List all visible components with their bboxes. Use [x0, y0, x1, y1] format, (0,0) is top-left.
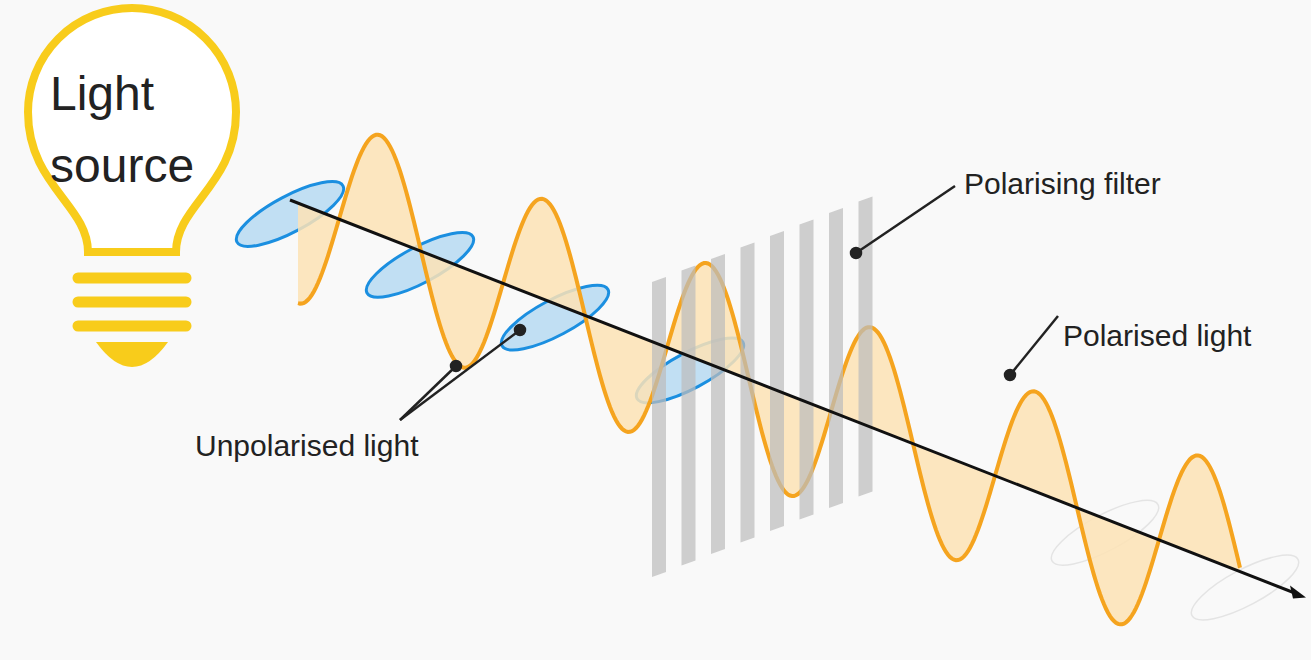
filter-slat	[682, 266, 696, 566]
axis-arrowhead	[1290, 585, 1306, 598]
callout-label: Unpolarised light	[195, 428, 418, 464]
waves	[229, 135, 1307, 632]
vertical-wave-fill	[298, 135, 1240, 625]
filter-slat	[652, 277, 666, 577]
light-bulb	[28, 8, 236, 367]
leader-lines	[400, 186, 1058, 420]
leader-line	[856, 186, 955, 253]
bulb-base	[78, 273, 186, 284]
bulb-base	[78, 321, 186, 332]
callout-label: Polarised light	[1063, 318, 1251, 354]
leader-dot	[851, 248, 861, 258]
vertical-wave	[298, 135, 1240, 625]
leader-dot	[1005, 370, 1015, 380]
filter-slat	[829, 208, 843, 508]
filter-slat	[859, 197, 873, 497]
bulb-glass	[28, 8, 236, 252]
propagation-axis	[290, 200, 1296, 593]
leader-line	[400, 330, 520, 420]
callout-label: Polarising filter	[964, 166, 1161, 202]
leader-line	[1010, 316, 1058, 375]
filter-slat	[800, 220, 814, 520]
filter-slat	[741, 243, 755, 543]
bulb-base	[78, 297, 186, 308]
leader-dot	[451, 361, 461, 371]
filter-slat	[770, 231, 784, 531]
leader-dot	[515, 325, 525, 335]
leader-line	[400, 366, 456, 420]
polarising-filter	[652, 197, 873, 578]
filter-slat	[711, 254, 725, 554]
bulb-label: Light source	[50, 58, 235, 202]
light-source-bulb: Light source	[50, 58, 235, 202]
bulb-cap	[96, 342, 168, 367]
